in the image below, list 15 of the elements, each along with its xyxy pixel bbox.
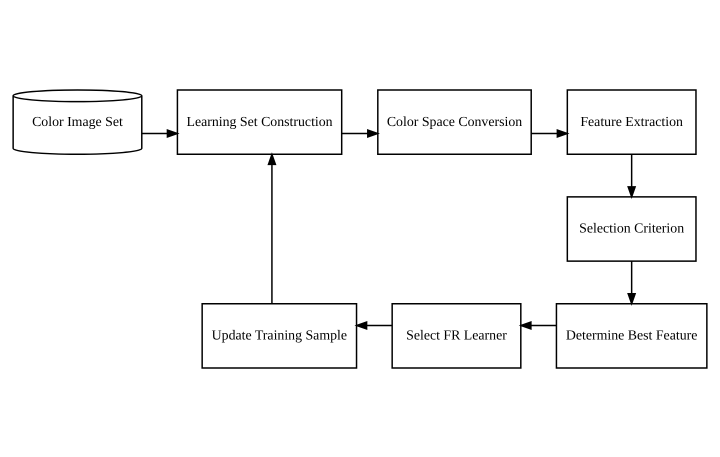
arrow: [354, 320, 392, 330]
node-box: Selection Criterion: [566, 196, 697, 262]
arrow: [342, 128, 380, 138]
node-box: Update Training Sample: [201, 302, 358, 368]
node-box: Feature Extraction: [566, 88, 697, 155]
arrow: [531, 128, 570, 138]
arrow: [627, 260, 636, 306]
node-box: Select FR Learner: [391, 302, 522, 368]
arrow: [627, 154, 636, 198]
node-box: Learning Set Construction: [176, 88, 342, 155]
node-box: Color Space Conversion: [377, 88, 532, 155]
arrow: [267, 152, 276, 303]
arrow: [142, 128, 180, 138]
arrow: [518, 320, 556, 330]
node-box: Determine Best Feature: [556, 302, 708, 368]
